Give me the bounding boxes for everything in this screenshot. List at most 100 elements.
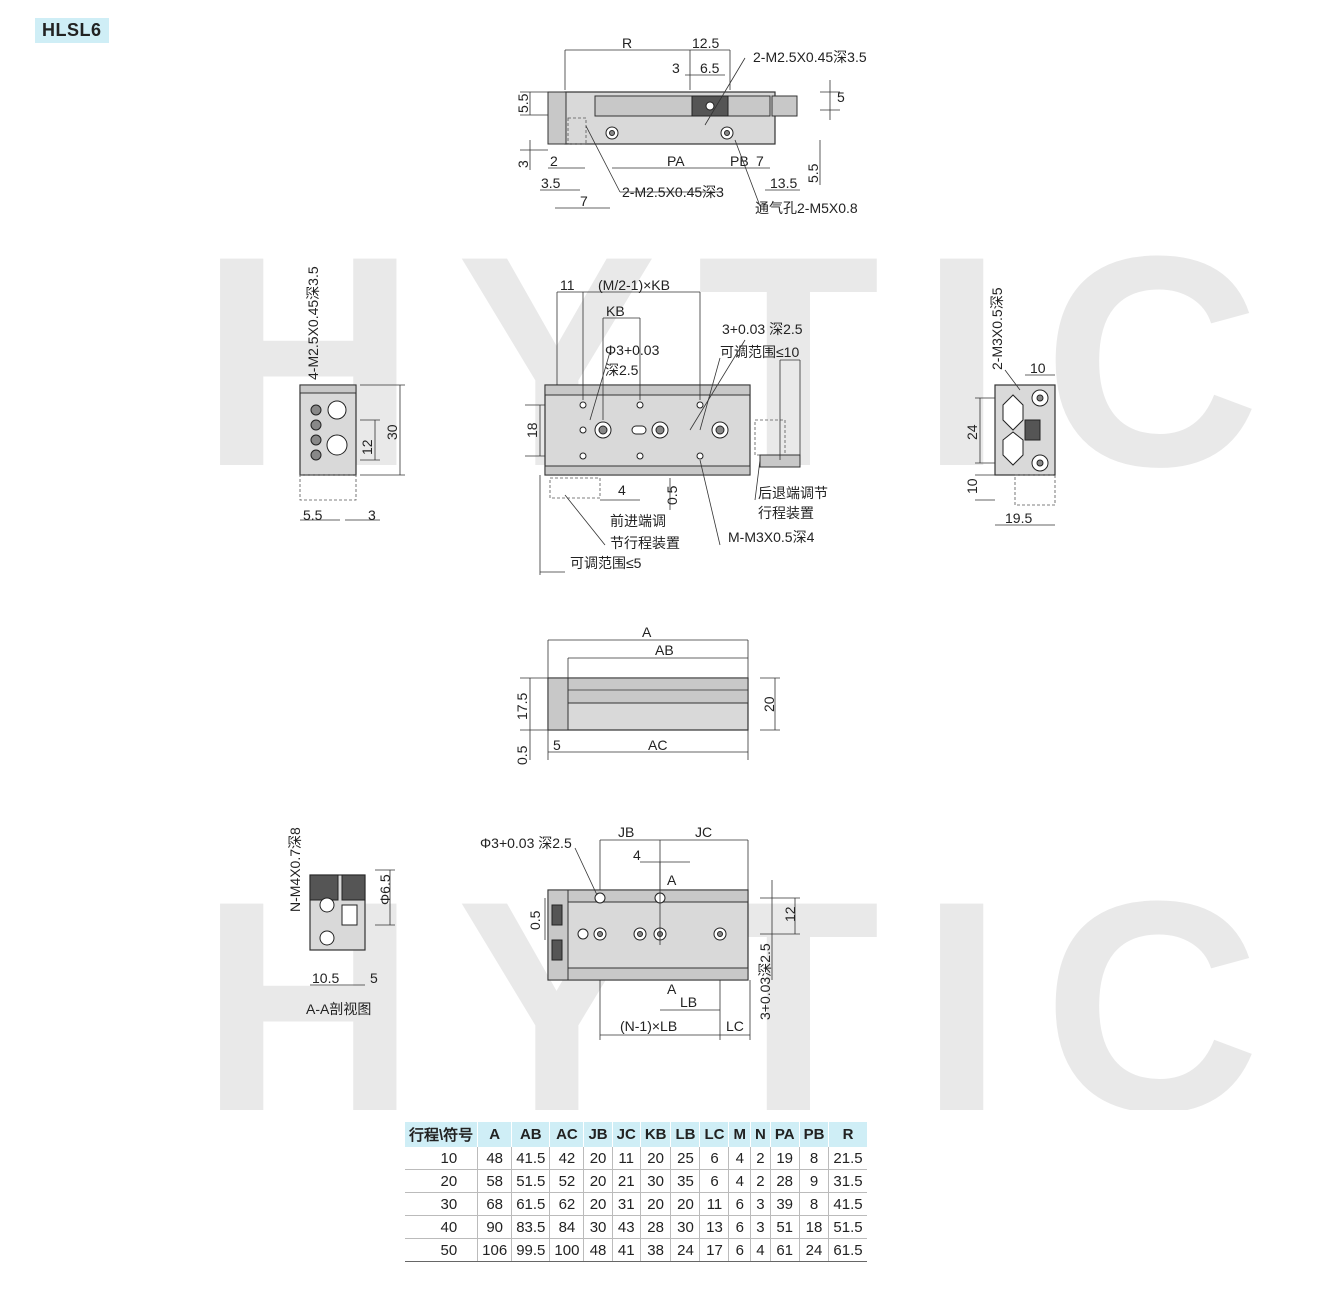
dim-ab: AB bbox=[655, 642, 674, 658]
dim-7b: 7 bbox=[580, 193, 588, 209]
table-cell: 3 bbox=[749, 1215, 771, 1239]
table-cell: 28 bbox=[639, 1215, 671, 1239]
m-thread-note: M-M3X0.5深4 bbox=[728, 529, 815, 545]
table-cell: 11 bbox=[699, 1192, 729, 1216]
table-header: R bbox=[828, 1122, 867, 1147]
table-cell: 43 bbox=[611, 1215, 641, 1239]
table-cell: 18 bbox=[798, 1215, 829, 1239]
table-cell: 30 bbox=[405, 1192, 478, 1216]
table-cell: 25 bbox=[670, 1147, 700, 1170]
table-cell: 58 bbox=[477, 1169, 512, 1193]
dim-3a: 3 bbox=[672, 60, 680, 76]
right-thread-note: 2-M3X0.5深5 bbox=[989, 287, 1005, 370]
dim-24: 24 bbox=[964, 424, 980, 440]
table-cell: 48 bbox=[583, 1238, 613, 1262]
table-cell: 4 bbox=[728, 1147, 751, 1170]
right-side-view: 2-M3X0.5深5 10 24 10 19.5 bbox=[964, 287, 1056, 526]
table-header: KB bbox=[639, 1122, 671, 1147]
profile-view: A AB 17.5 20 0.5 5 AC bbox=[514, 624, 780, 765]
table-header: LC bbox=[699, 1122, 729, 1147]
section-view: N-M4X0.7深8 Φ6.5 10.5 5 A-A剖视图 bbox=[287, 827, 395, 1017]
table-cell: 83.5 bbox=[511, 1215, 550, 1239]
table-cell: 31 bbox=[611, 1192, 641, 1216]
pin2-note: Φ3+0.03 深2.5 bbox=[480, 835, 572, 851]
adj10-note: 可调范围≤10 bbox=[720, 344, 799, 360]
dim-5c: 5 bbox=[370, 970, 378, 986]
table-cell: 30 bbox=[639, 1169, 671, 1193]
table-cell: 84 bbox=[549, 1215, 584, 1239]
rear-adj-2: 行程装置 bbox=[758, 505, 814, 521]
table-cell: 3 bbox=[749, 1192, 771, 1216]
dim-5-5c: 5.5 bbox=[303, 507, 323, 523]
table-cell: 6 bbox=[699, 1147, 729, 1170]
table-cell: 99.5 bbox=[511, 1238, 550, 1262]
table-cell: 28 bbox=[769, 1169, 800, 1193]
table-cell: 20 bbox=[583, 1192, 613, 1216]
table-cell: 4 bbox=[728, 1169, 751, 1193]
dim-7a: 7 bbox=[756, 153, 764, 169]
table-cell: 8 bbox=[798, 1192, 829, 1216]
section-title: A-A剖视图 bbox=[306, 1001, 371, 1017]
dim-18: 18 bbox=[524, 422, 540, 438]
table-cell: 9 bbox=[798, 1169, 829, 1193]
table-cell: 20 bbox=[583, 1147, 613, 1170]
table-header: PA bbox=[769, 1122, 800, 1147]
dim-0-5b: 0.5 bbox=[514, 745, 530, 765]
dim-3b: 3 bbox=[515, 160, 531, 168]
dim-4a: 4 bbox=[618, 482, 626, 498]
front-adj-2: 节行程装置 bbox=[610, 535, 680, 551]
table-cell: 41.5 bbox=[828, 1192, 867, 1216]
table-cell: 40 bbox=[405, 1215, 478, 1239]
dim-3-5: 3.5 bbox=[541, 175, 561, 191]
table-cell: 68 bbox=[477, 1192, 512, 1216]
n-thread-note: N-M4X0.7深8 bbox=[287, 827, 303, 912]
table-cell: 38 bbox=[639, 1238, 671, 1262]
dim-0-5c: 0.5 bbox=[527, 910, 543, 930]
dim-kb: KB bbox=[606, 303, 625, 319]
table-cell: 20 bbox=[583, 1169, 613, 1193]
table-cell: 51.5 bbox=[511, 1169, 550, 1193]
table-cell: 62 bbox=[549, 1192, 584, 1216]
watermark-top: HYTIC bbox=[200, 193, 1300, 529]
table-cell: 6 bbox=[728, 1192, 751, 1216]
table-header: JC bbox=[611, 1122, 641, 1147]
dim-10a: 10 bbox=[1030, 360, 1046, 376]
table-cell: 61 bbox=[769, 1238, 800, 1262]
table-header: M bbox=[728, 1122, 751, 1147]
front-adj-1: 前进端调 bbox=[610, 513, 666, 529]
table-cell: 17 bbox=[699, 1238, 729, 1262]
dim-13-5: 13.5 bbox=[770, 175, 797, 191]
dim-6-5: 6.5 bbox=[700, 60, 720, 76]
table-cell: 24 bbox=[798, 1238, 829, 1262]
table-header: N bbox=[749, 1122, 771, 1147]
table-cell: 20 bbox=[639, 1147, 671, 1170]
table-cell: 21.5 bbox=[828, 1147, 867, 1170]
slot-note: 3+0.03 深2.5 bbox=[722, 321, 803, 337]
section-mark-a2: A bbox=[667, 981, 677, 997]
technical-drawing: HYTIC HYTIC R bbox=[200, 35, 1300, 1110]
dim-30: 30 bbox=[384, 424, 400, 440]
table-header: AB bbox=[511, 1122, 550, 1147]
table-cell: 41 bbox=[611, 1238, 641, 1262]
table-cell: 8 bbox=[798, 1147, 829, 1170]
dim-a: A bbox=[642, 624, 652, 640]
thread-note-1: 2-M2.5X0.45深3.5 bbox=[753, 49, 867, 65]
front-view: 11 (M/2-1)×KB KB 3+0.03 深2.5 Φ3+0.03 深2.… bbox=[524, 277, 828, 575]
thread-note-2: 2-M2.5X0.45深3 bbox=[622, 184, 724, 200]
table-header: AC bbox=[549, 1122, 584, 1147]
table-header: A bbox=[477, 1122, 512, 1147]
dim-2: 2 bbox=[550, 153, 558, 169]
table-cell: 13 bbox=[699, 1215, 729, 1239]
side-thread-note: 4-M2.5X0.45深3.5 bbox=[305, 266, 321, 380]
spec-table: 行程\符号 A AB AC JB JC KB LB LC M N PA PB R… bbox=[405, 1122, 867, 1262]
bottom-front-view: Φ3+0.03 深2.5 JB JC 4 A 0.5 12 3+0.03深2.5… bbox=[480, 824, 800, 1040]
dim-5-5b: 5.5 bbox=[805, 163, 821, 183]
table-cell: 2 bbox=[749, 1147, 771, 1170]
table-header: JB bbox=[583, 1122, 613, 1147]
table-cell: 106 bbox=[477, 1238, 512, 1262]
table-cell: 31.5 bbox=[828, 1169, 867, 1193]
